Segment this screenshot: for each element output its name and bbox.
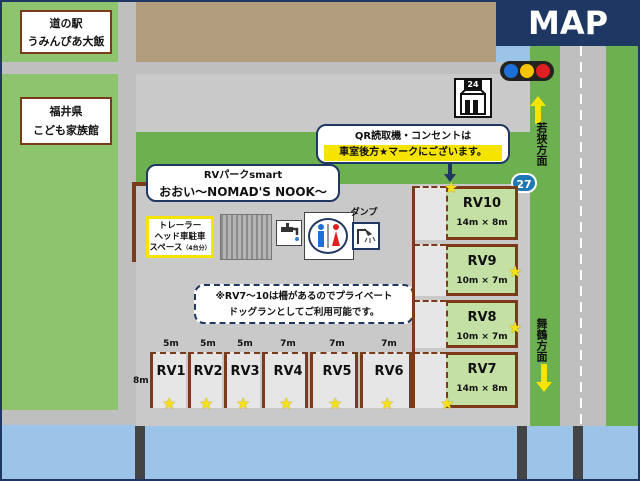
parking-spot-rv1 bbox=[150, 352, 186, 408]
qr-info-bubble: QR読取機・コンセントは 車室後方★マークにございます。 bbox=[316, 124, 510, 164]
direction-north-label: 若狭方面 bbox=[535, 122, 548, 166]
dogrun-note-bubble: ※RV7〜10は柵があるのでプライベート ドッグランとしてご利用可能です。 bbox=[194, 284, 414, 324]
star-marker-icon: ★ bbox=[508, 318, 523, 337]
qr-info-line1: QR読取機・コンセントは bbox=[354, 131, 472, 142]
star-marker-icon: ★ bbox=[508, 262, 523, 281]
trailer-space-label: トレーラー ヘッド車駐車 スペース（4台分） bbox=[146, 216, 214, 258]
spot-label-rv10: RV10 bbox=[462, 196, 502, 211]
parking-spot-rv10 bbox=[446, 186, 518, 240]
spot-label-rv7: RV7 bbox=[467, 362, 497, 377]
spot-apron-rv8 bbox=[414, 300, 446, 348]
star-marker-icon: ★ bbox=[279, 394, 294, 413]
star-marker-icon: ★ bbox=[444, 178, 459, 197]
arrow-down-icon bbox=[536, 364, 552, 392]
grey-strip-left bbox=[0, 410, 136, 425]
pier-post-3 bbox=[573, 426, 583, 481]
star-marker-icon: ★ bbox=[380, 394, 395, 413]
road-centerline bbox=[580, 46, 582, 426]
road-top bbox=[0, 62, 530, 74]
spot-label-rv8: RV8 bbox=[467, 310, 497, 325]
dogrun-note-line1: ※RV7〜10は柵があるのでプライベート bbox=[215, 291, 393, 302]
toilet-icon bbox=[308, 218, 348, 254]
star-marker-icon: ★ bbox=[236, 394, 251, 413]
direction-south-label: 舞鶴方面 bbox=[535, 318, 548, 362]
water-tap-icon bbox=[276, 220, 302, 246]
pier-post-2 bbox=[517, 426, 527, 481]
shower-dump-icon bbox=[352, 222, 380, 250]
spot-size-rv9: 10m × 7m bbox=[456, 276, 508, 286]
fence-left bbox=[132, 182, 136, 262]
parking-spot-rv8 bbox=[446, 300, 518, 348]
arrow-up-icon bbox=[530, 96, 546, 124]
parking-spot-rv2 bbox=[188, 352, 222, 408]
spot-size-rv10: 14m × 8m bbox=[456, 218, 508, 228]
star-marker-icon: ★ bbox=[328, 394, 343, 413]
spot-width-rv6: 7m bbox=[381, 339, 397, 349]
qr-info-line2: 車室後方★マークにございます。 bbox=[324, 145, 502, 161]
fence-left-top bbox=[132, 182, 146, 186]
parking-spot-rv7 bbox=[446, 352, 518, 408]
spot-width-rv2: 5m bbox=[200, 339, 216, 349]
dump-label: ダンプ bbox=[350, 208, 378, 218]
station-label: 道の駅 うみんぴあ大飯 bbox=[20, 10, 112, 54]
parking-spot-rv5 bbox=[310, 352, 358, 408]
sea bbox=[0, 426, 640, 481]
spot-label-rv1: RV1 bbox=[156, 364, 186, 379]
spot-width-rv3: 5m bbox=[237, 339, 253, 349]
spot-width-rv4: 7m bbox=[280, 339, 296, 349]
spot-apron-rv10 bbox=[414, 186, 446, 240]
park-name-line2: おおい〜NOMAD'S NOOK〜 bbox=[159, 185, 327, 199]
spot-width-rv5: 7m bbox=[329, 339, 345, 349]
spot-label-rv5: RV5 bbox=[322, 364, 352, 379]
spot-label-rv9: RV9 bbox=[467, 254, 497, 269]
spot-apron-rv9 bbox=[414, 244, 446, 296]
dogrun-note-line2: ドッグランとしてご利用可能です。 bbox=[228, 307, 380, 318]
road-main bbox=[560, 46, 606, 426]
trailer-parking-area bbox=[220, 214, 272, 260]
spot-size-rv7: 14m × 8m bbox=[456, 384, 508, 394]
spot-label-rv4: RV4 bbox=[273, 364, 303, 379]
parking-spot-rv3 bbox=[224, 352, 260, 408]
traffic-signal-icon bbox=[500, 61, 554, 81]
road-left bbox=[118, 0, 136, 425]
park-name-bubble: RVパークsmart おおい〜NOMAD'S NOOK〜 bbox=[146, 164, 340, 202]
star-marker-icon: ★ bbox=[199, 394, 214, 413]
parking-spot-rv9 bbox=[446, 244, 518, 296]
spot-size-rv8: 10m × 7m bbox=[456, 332, 508, 342]
brown-area bbox=[136, 0, 496, 62]
parking-spot-rv4 bbox=[262, 352, 308, 408]
convenience-store-icon: 24 bbox=[454, 78, 492, 118]
lot-bottom-edge bbox=[136, 408, 530, 426]
spot-apron-rv7 bbox=[414, 352, 446, 408]
qr-pointer-icon bbox=[444, 164, 456, 182]
spot-width-rv1: 5m bbox=[163, 339, 179, 349]
park-name-line1: RVパークsmart bbox=[203, 170, 283, 181]
spot-depth-label: 8m bbox=[133, 376, 149, 386]
museum-label: 福井県 こども家族館 bbox=[20, 97, 112, 145]
spot-label-rv3: RV3 bbox=[230, 364, 260, 379]
fence-side bbox=[412, 186, 415, 408]
store-24-badge: 24 bbox=[464, 80, 482, 90]
pier-post-1 bbox=[135, 426, 145, 481]
spot-label-rv2: RV2 bbox=[193, 364, 223, 379]
star-marker-icon: ★ bbox=[162, 394, 177, 413]
map-title: MAP bbox=[496, 0, 640, 46]
spot-label-rv6: RV6 bbox=[374, 364, 404, 379]
parking-spot-rv6 bbox=[360, 352, 412, 408]
star-marker-icon: ★ bbox=[440, 394, 455, 413]
